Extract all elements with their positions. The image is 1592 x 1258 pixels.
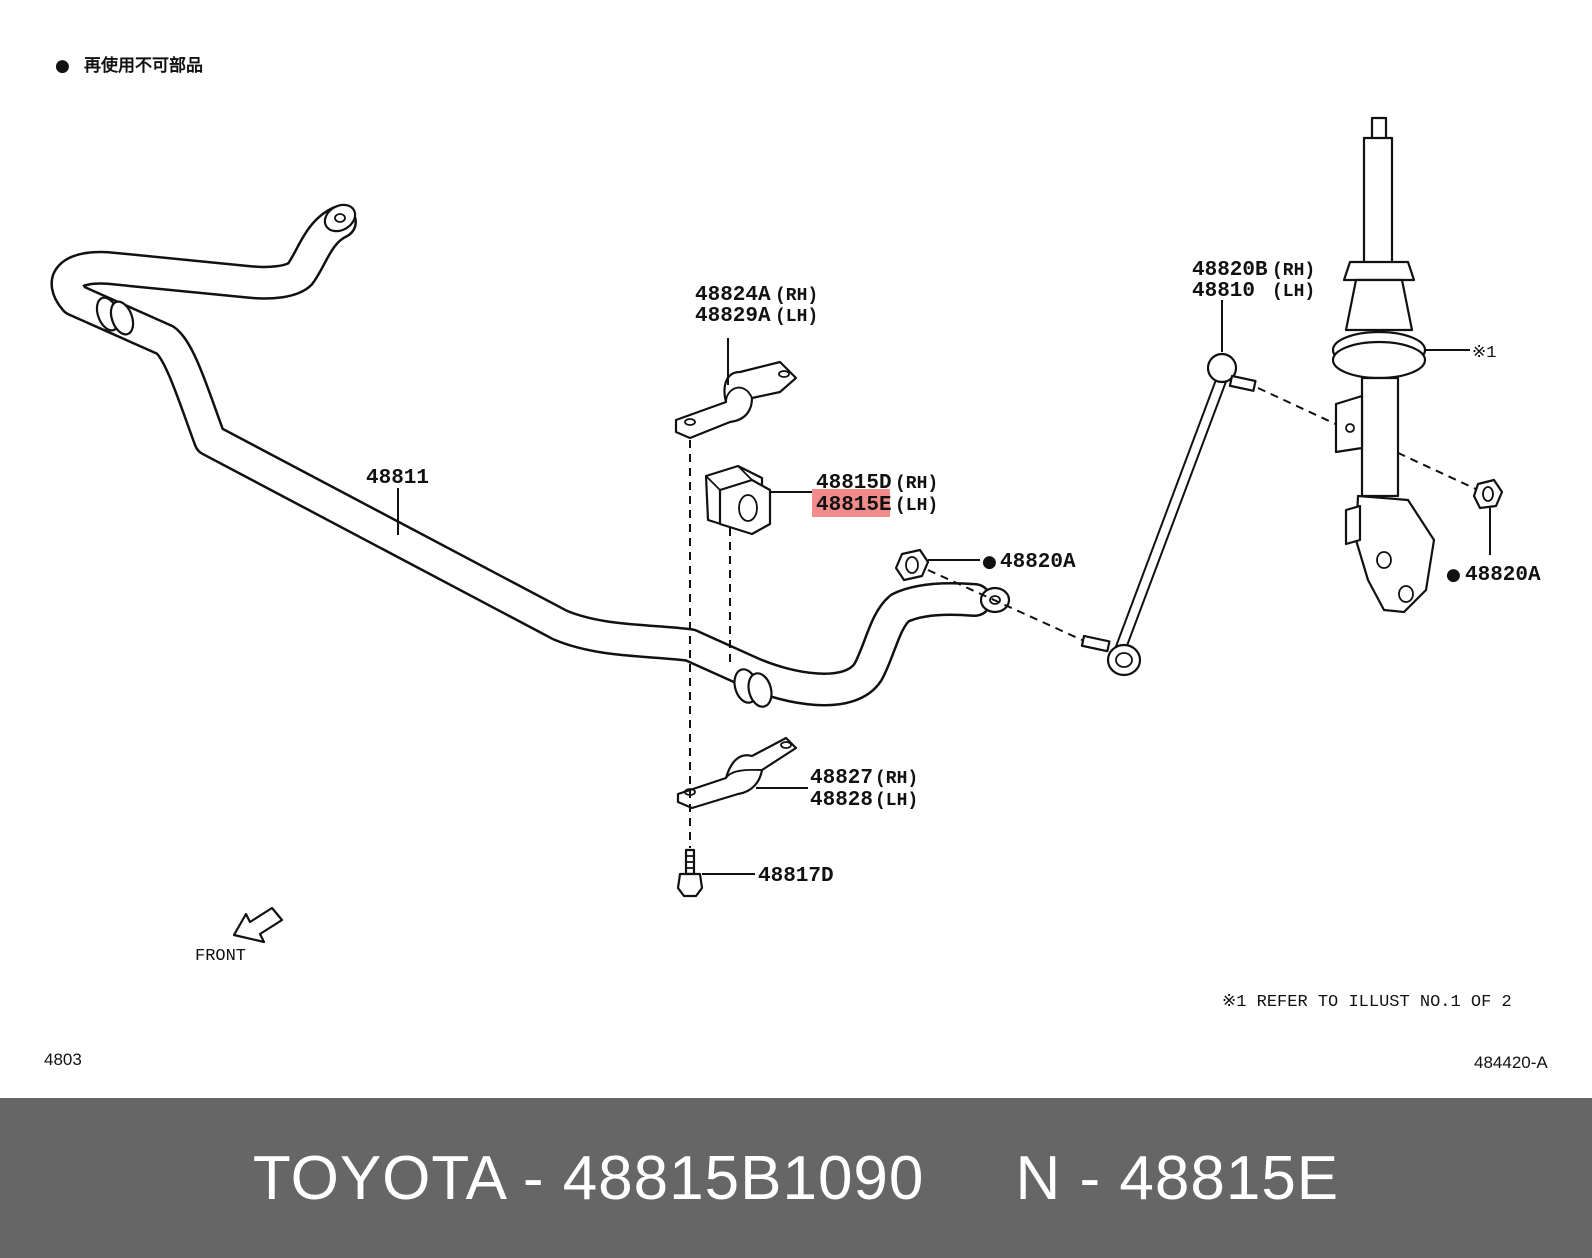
label-lower-bracket-rh: 48827 — [810, 767, 873, 790]
strut-drawing — [1331, 116, 1436, 614]
label-link-lh-tag: (LH) — [1272, 282, 1315, 302]
label-bolt: 48817D — [758, 865, 834, 888]
label-lower-bracket-lh: 48828 — [810, 789, 873, 812]
upper-bracket-drawing — [674, 360, 798, 440]
label-link-rh-tag: (RH) — [1272, 261, 1315, 281]
label-nut-right: 48820A — [1465, 564, 1541, 587]
stabilizer-link-drawing — [1080, 352, 1257, 677]
label-lower-bracket-lh-tag: (LH) — [875, 791, 918, 811]
label-nut-left: 48820A — [1000, 551, 1076, 574]
parts-diagram: ● 再使用不可部品 48811 48824A (RH) 48829A (LH) … — [44, 55, 1548, 1072]
label-upper-bracket-lh-tag: (LH) — [775, 307, 818, 327]
label-stabilizer-bar: 48811 — [366, 467, 429, 490]
label-bushing-rh-tag: (RH) — [895, 474, 938, 494]
part-number-text: TOYOTA - 48815B1090 N - 48815E — [252, 1143, 1340, 1213]
stabilizer-bar-drawing — [50, 203, 1011, 708]
label-bushing-rh: 48815D — [816, 472, 892, 495]
label-bushing-lh-tag: (LH) — [895, 496, 938, 516]
label-nut-right-mark: ● — [1446, 565, 1461, 585]
illustration-number: 484420-A — [1474, 1053, 1548, 1072]
label-strut-ref: ※1 — [1472, 344, 1496, 363]
label-upper-bracket-rh: 48824A — [695, 284, 771, 307]
highlight-target-part — [812, 489, 890, 517]
nut-left-drawing — [894, 548, 930, 582]
label-link-lh: 48810 — [1192, 280, 1255, 303]
label-link-rh: 48820B — [1192, 259, 1268, 282]
nut-right-drawing — [1472, 478, 1504, 510]
label-lower-bracket-rh-tag: (RH) — [875, 769, 918, 789]
reference-note: ※1 REFER TO ILLUST NO.1 OF 2 — [1222, 993, 1512, 1012]
label-upper-bracket-rh-tag: (RH) — [775, 286, 818, 306]
label-bushing-lh[interactable]: 48815E — [816, 494, 892, 517]
front-label: FRONT — [195, 947, 246, 966]
legend-bullet: ● — [55, 56, 70, 76]
lower-bracket-drawing — [676, 736, 798, 810]
bushing-drawing — [704, 464, 772, 536]
part-number-banner: TOYOTA - 48815B1090 N - 48815E — [0, 1098, 1592, 1258]
front-arrow-icon — [232, 906, 284, 944]
label-nut-left-mark: ● — [982, 552, 997, 572]
legend-text: 再使用不可部品 — [84, 55, 203, 76]
bolt-drawing — [676, 848, 704, 898]
label-upper-bracket-lh: 48829A — [695, 305, 771, 328]
illustration-group-code: 4803 — [44, 1050, 82, 1069]
